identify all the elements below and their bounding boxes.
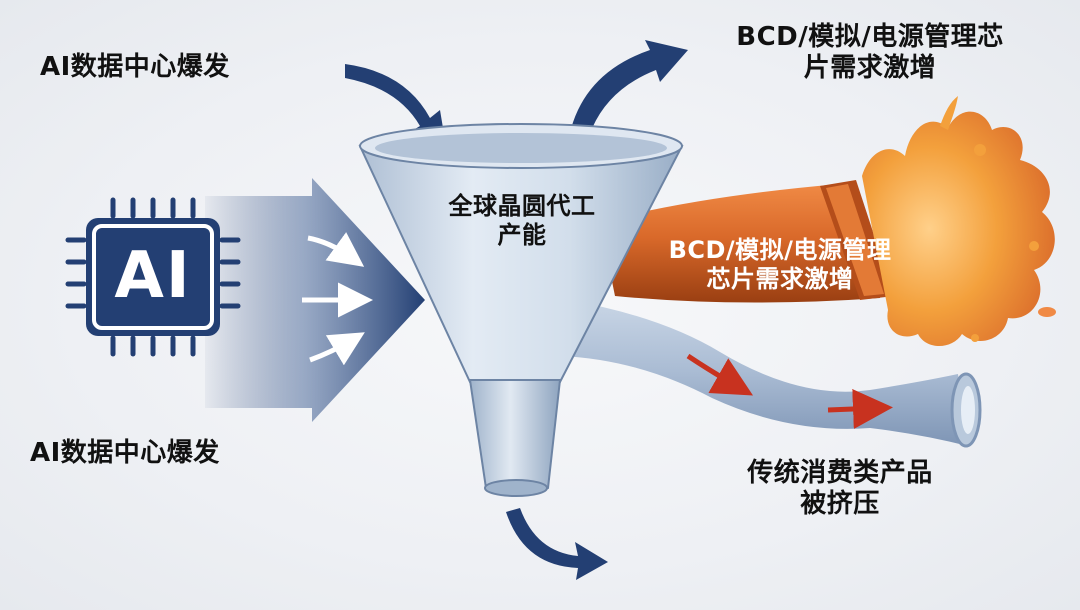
label-funnel: 全球晶圆代工 产能 <box>432 192 612 250</box>
red-arrow-icon <box>827 389 893 429</box>
label-funnel-line2: 产能 <box>497 220 547 249</box>
white-flow-arrows <box>302 232 373 366</box>
label-bottom-right-line1: 传统消费类产品 <box>747 458 933 488</box>
red-arrow-icon <box>686 353 754 396</box>
white-arrow-icon <box>307 232 365 267</box>
label-funnel-line1: 全球晶圆代工 <box>448 192 596 220</box>
label-top-right-line2: 片需求激增 <box>803 53 937 84</box>
red-flow-arrows <box>686 353 893 429</box>
white-arrow-icon <box>309 332 365 366</box>
upward-arrow-icon <box>568 40 688 146</box>
label-pipe-line1: BCD/模拟/电源管理 <box>668 236 892 264</box>
orange-pipe <box>600 180 894 303</box>
label-bottom-left: AI数据中心爆发 <box>30 438 220 468</box>
ai-chip-label: AI <box>114 239 192 313</box>
label-bottom-right: 传统消费类产品 被挤压 <box>690 458 990 520</box>
outflow-arrow-icon <box>506 508 608 580</box>
ai-chip-icon <box>65 197 241 357</box>
label-pipe: BCD/模拟/电源管理 芯片需求激增 <box>640 236 920 294</box>
label-top-right: BCD/模拟/电源管理芯 片需求激增 <box>700 22 1040 84</box>
label-bottom-right-line2: 被挤压 <box>800 489 880 520</box>
label-top-left: AI数据中心爆发 <box>40 52 230 82</box>
label-top-right-line1: BCD/模拟/电源管理芯 <box>736 22 1004 52</box>
funnel-icon <box>358 123 684 497</box>
label-pipe-line2: 芯片需求激增 <box>706 264 854 293</box>
orange-splash <box>862 96 1056 346</box>
